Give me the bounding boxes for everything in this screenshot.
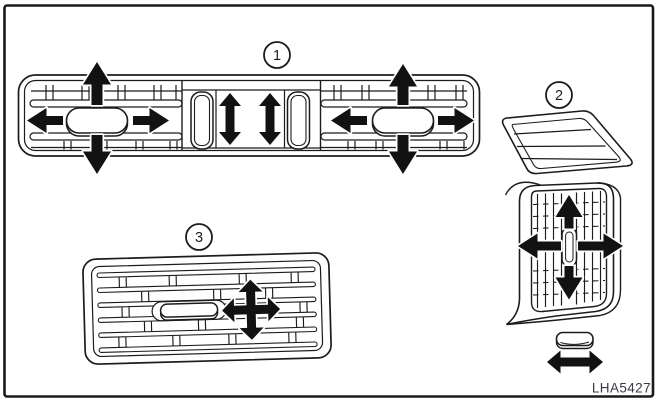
lower-vent-illustration — [82, 252, 332, 365]
center-control-section — [181, 81, 322, 150]
airflow-down-arrow-icon — [81, 133, 113, 176]
callout-2-number: 2 — [555, 88, 563, 104]
airflow-left-right-arrow-icon — [545, 348, 605, 376]
airflow-down-arrow-icon — [387, 133, 419, 176]
airflow-up-arrow-icon — [81, 60, 113, 107]
airflow-up-arrow-icon — [387, 62, 419, 107]
airflow-right-arrow-icon — [131, 106, 171, 135]
left-thumbwheel — [190, 91, 214, 150]
callout-3-number: 3 — [195, 230, 203, 246]
right-vent-control-knob — [371, 107, 435, 137]
callout-3: 3 — [185, 223, 213, 251]
side-vent-shutoff-dial — [555, 331, 594, 350]
callout-2: 2 — [545, 81, 573, 109]
side-vent-illustration — [501, 110, 633, 376]
center-vent-inner-frame — [23, 79, 475, 152]
airflow-four-way-arrow-icon — [220, 278, 282, 342]
side-vent-control-knob — [561, 226, 578, 268]
center-vents-illustration — [17, 60, 481, 176]
lower-vent-control-tab — [151, 299, 227, 322]
right-thumbwheel — [286, 91, 311, 150]
airflow-right-arrow-icon — [576, 231, 625, 261]
airflow-up-down-arrow-icon — [257, 91, 283, 147]
lower-vent-inner-frame — [90, 259, 324, 358]
airflow-left-arrow-icon — [516, 231, 563, 261]
side-defroster-vent — [501, 110, 633, 175]
airflow-down-arrow-icon — [553, 264, 585, 302]
airflow-left-arrow-icon — [329, 106, 369, 135]
airflow-up-down-arrow-icon — [217, 91, 243, 147]
figure-border — [3, 4, 655, 398]
figure-code: LHA5427 — [592, 381, 651, 396]
left-vent-control-knob — [65, 107, 129, 137]
center-vent-outer-frame — [17, 74, 481, 157]
side-vent-grille — [504, 181, 625, 326]
airflow-up-arrow-icon — [553, 193, 585, 231]
right-grille — [320, 85, 468, 150]
callout-1: 1 — [263, 41, 291, 69]
airflow-left-arrow-icon — [25, 106, 65, 135]
airflow-right-arrow-icon — [436, 106, 476, 135]
callout-1-number: 1 — [273, 48, 281, 64]
